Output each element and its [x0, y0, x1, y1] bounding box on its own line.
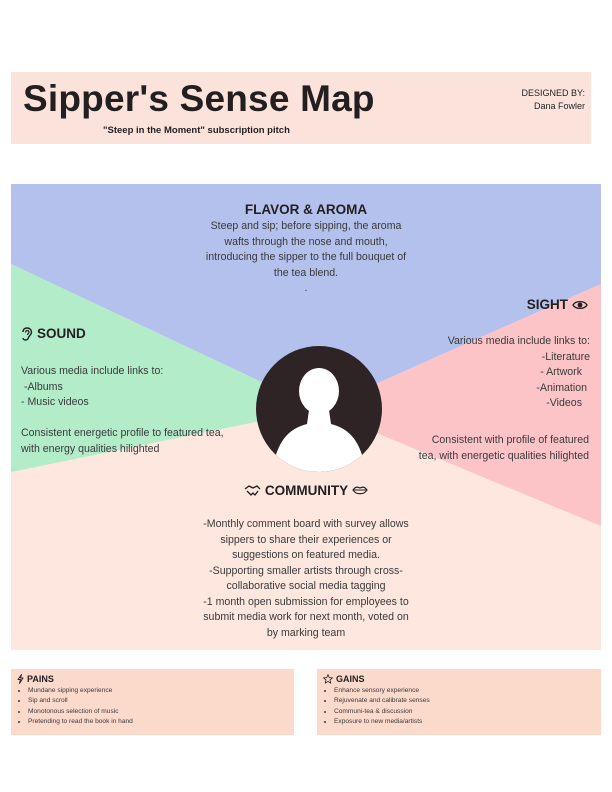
sight-extra-text: Consistent with profile of featured tea,…: [419, 433, 589, 464]
star-icon: [323, 674, 333, 684]
sight-line: tea, with energetic qualities hilighted: [418, 449, 589, 462]
pains-panel: PAINS Mundane sipping experience Sip and…: [11, 669, 294, 735]
sight-region: [319, 284, 601, 526]
sound-line: - Music videos: [21, 396, 89, 408]
community-title: COMMUNITY: [11, 483, 601, 498]
list-item: Exposure to new media/artists: [334, 717, 430, 727]
sight-text: Various media include links to: -Literat…: [448, 334, 590, 412]
page-subtitle: "Steep in the Moment" subscription pitch: [103, 125, 290, 136]
sight-title: SIGHT: [527, 297, 588, 312]
designer-credit: DESIGNED BY: Dana Fowler: [521, 87, 585, 113]
header-banner: Sipper's Sense Map "Steep in the Moment"…: [11, 72, 591, 144]
community-line: submit media work for next month, voted …: [203, 611, 409, 623]
person-silhouette-icon: [272, 368, 366, 472]
sight-line: -Videos: [546, 397, 582, 409]
community-line: by marking team: [266, 626, 346, 639]
sight-line: Consistent with profile of featured: [431, 434, 589, 446]
community-line: -Monthly comment board with survey allow…: [203, 518, 409, 530]
flavor-line: the tea blend.: [273, 266, 339, 279]
flavor-line: Steep and sip; before sipping, the aroma: [210, 220, 402, 232]
list-item: Sip and scroll: [28, 696, 133, 706]
sound-region: [11, 264, 319, 472]
community-text: -Monthly comment board with survey allow…: [136, 517, 476, 641]
community-line: -1 month open submission for employees t…: [203, 595, 409, 608]
page-title: Sipper's Sense Map: [23, 78, 375, 119]
list-item: Rejuvenate and calibrate senses: [334, 696, 430, 706]
lightning-icon: [17, 674, 24, 684]
sound-line: with energy qualities hilighted: [21, 442, 160, 455]
sound-line: Consistent energetic profile to featured…: [21, 427, 224, 439]
ear-icon: [22, 326, 33, 341]
sound-title: SOUND: [20, 326, 86, 341]
list-item: Mundane sipping experience: [28, 686, 133, 696]
designer-name: Dana Fowler: [533, 101, 585, 111]
avatar: [256, 346, 382, 472]
gains-title: GAINS: [323, 674, 365, 684]
sense-map: FLAVOR & AROMA Steep and sip; before sip…: [11, 184, 601, 650]
pains-list: Mundane sipping experience Sip and scrol…: [19, 686, 133, 727]
sound-text: Various media include links to: -Albums …: [21, 364, 224, 457]
sound-line: -Albums: [21, 380, 63, 393]
flavor-line: introducing the sipper to the full bouqu…: [205, 251, 407, 263]
list-item: Pretending to read the book in hand: [28, 717, 133, 727]
list-item: Communi-tea & discussion: [334, 707, 430, 717]
lips-icon: [352, 486, 368, 495]
community-line: collaborative social media tagging: [226, 580, 386, 592]
list-item: Monotonous selection of music: [28, 707, 133, 717]
sound-line: Various media include links to:: [21, 365, 164, 377]
handshake-icon: [244, 485, 261, 496]
eye-icon: [572, 300, 588, 309]
gains-panel: GAINS Enhance sensory experience Rejuven…: [317, 669, 601, 735]
sight-line: - Artwork: [540, 366, 582, 378]
pains-title: PAINS: [17, 674, 54, 684]
sense-map-background: [11, 184, 601, 526]
gains-list: Enhance sensory experience Rejuvenate an…: [325, 686, 430, 727]
list-item: Enhance sensory experience: [334, 686, 430, 696]
sight-line: -Animation: [536, 381, 587, 394]
sight-line: -Literature: [541, 350, 590, 363]
flavor-line: .: [304, 282, 308, 294]
community-line: sippers to share their experiences or: [220, 533, 392, 546]
designed-by-label: DESIGNED BY:: [521, 88, 585, 98]
sight-line: Various media include links to:: [447, 335, 590, 347]
flavor-region: [11, 184, 601, 409]
flavor-line: wafts through the nose and mouth,: [224, 235, 388, 248]
flavor-title: FLAVOR & AROMA: [244, 202, 368, 217]
community-line: -Supporting smaller artists through cros…: [209, 564, 403, 577]
community-line: suggestions on featured media.: [232, 549, 380, 561]
flavor-text: Steep and sip; before sipping, the aroma…: [156, 219, 456, 297]
